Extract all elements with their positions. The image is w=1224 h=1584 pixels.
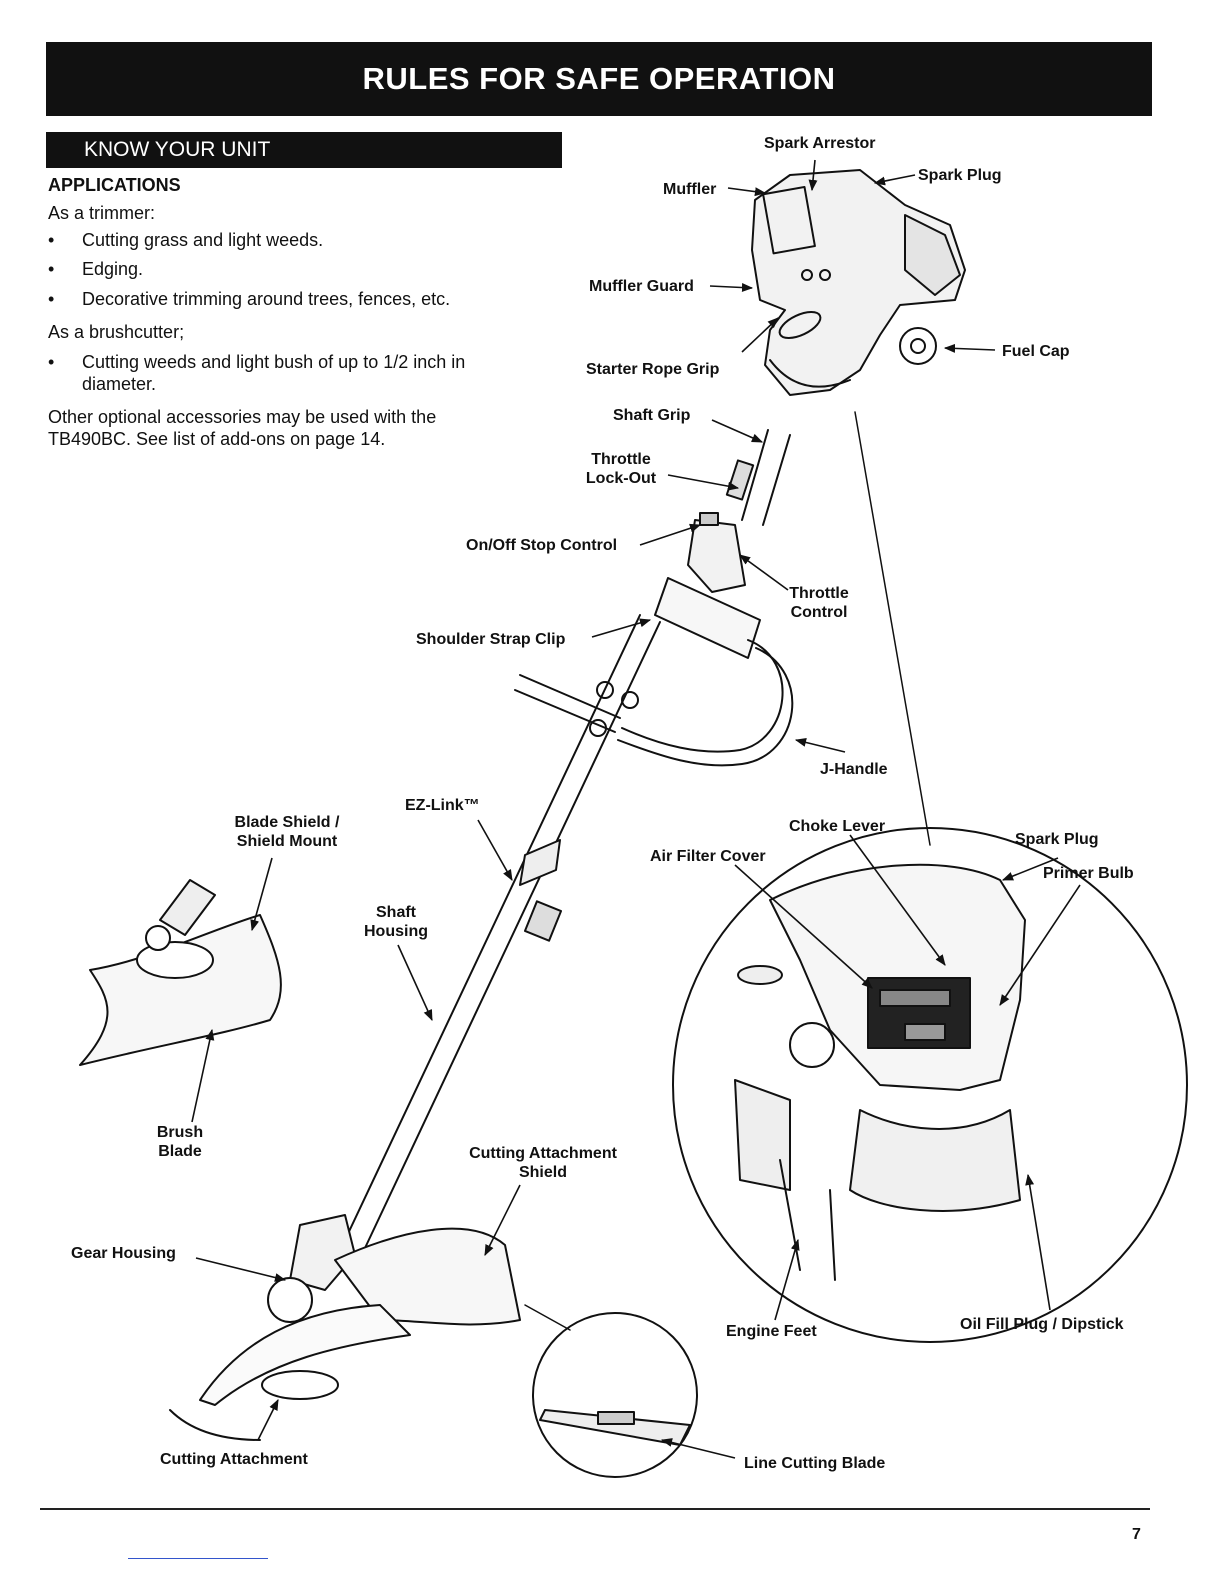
accessories-note-line1: Other optional accessories may be used w…: [48, 407, 437, 427]
leader-line-blade: [660, 1438, 736, 1459]
label-engine-feet: Engine Feet: [726, 1323, 817, 1340]
page-banner: RULES FOR SAFE OPERATION: [46, 42, 1152, 116]
leader-throttle-control: [739, 554, 789, 591]
leader-engine-feet: [774, 1238, 800, 1321]
leader-shaft-housing: [397, 944, 433, 1022]
section-banner: KNOW YOUR UNIT: [46, 132, 562, 168]
label-ez-link: EZ-Link™: [405, 797, 480, 814]
applications-heading: APPLICATIONS: [48, 175, 181, 195]
label-choke-lever: Choke Lever: [789, 818, 886, 835]
leader-choke-lever: [849, 834, 946, 966]
label-blade-shield: Blade Shield /Shield Mount: [234, 814, 340, 850]
leader-throttle-lockout: [667, 474, 740, 491]
footer-divider: [40, 1508, 1150, 1510]
trimmer-intro: As a trimmer:: [48, 203, 156, 223]
page-title: RULES FOR SAFE OPERATION: [362, 61, 836, 96]
list-item: •Cutting weeds and light bush of up to 1…: [48, 352, 466, 372]
cutting-head-illustration: [169, 1214, 521, 1441]
leader-oil-fill: [1025, 1173, 1051, 1311]
leader-gear-housing: [195, 1257, 287, 1282]
leader-cutting-shield: [484, 1184, 521, 1257]
list-item-continuation: diameter.: [82, 374, 157, 394]
leader-starter-rope-grip: [741, 317, 779, 353]
label-on-off-stop: On/Off Stop Control: [466, 537, 618, 554]
label-shaft-grip: Shaft Grip: [613, 407, 691, 424]
leader-spark-plug-top: [873, 174, 916, 186]
list-item: •Decorative trimming around trees, fence…: [48, 289, 451, 309]
footer-link-underline: [128, 1558, 268, 1559]
label-starter-rope-grip: Starter Rope Grip: [586, 361, 720, 378]
label-shoulder-strap-clip: Shoulder Strap Clip: [416, 631, 566, 648]
leader-primer-bulb: [999, 884, 1081, 1006]
section-title: KNOW YOUR UNIT: [84, 138, 271, 161]
leader-muffler: [727, 187, 767, 197]
label-gear-housing: Gear Housing: [71, 1245, 176, 1262]
leader-on-off: [639, 523, 702, 546]
brush-blade-illustration: [79, 879, 282, 1066]
leader-spark-plug-detail: [1001, 857, 1059, 881]
label-primer-bulb: Primer Bulb: [1043, 865, 1134, 882]
label-oil-fill-plug: Oil Fill Plug / Dipstick: [960, 1316, 1124, 1333]
accessories-note-line2: TB490BC. See list of add-ons on page 14.: [48, 429, 386, 449]
leader-spark-arrestor: [808, 159, 818, 192]
leader-ez-link: [477, 819, 513, 881]
leader-shaft-grip: [711, 419, 764, 443]
label-spark-plug: Spark Plug: [918, 167, 1002, 184]
label-air-filter-cover: Air Filter Cover: [650, 848, 766, 865]
list-item: •Edging.: [48, 259, 144, 279]
label-spark-arrestor: Spark Arrestor: [764, 135, 876, 152]
engine-detail-circle: [672, 827, 1188, 1343]
leader-fuel-cap: [943, 343, 996, 353]
list-item: •Cutting grass and light weeds.: [48, 230, 324, 250]
leader-brush-blade: [191, 1028, 215, 1123]
label-fuel-cap: Fuel Cap: [1002, 343, 1070, 360]
label-line-cutting-blade: Line Cutting Blade: [744, 1455, 886, 1472]
leader-air-filter: [734, 864, 873, 989]
engine-illustration: [751, 169, 966, 396]
page-number: 7: [1132, 1526, 1141, 1543]
label-muffler-guard: Muffler Guard: [589, 278, 694, 295]
brushcutter-intro: As a brushcutter;: [48, 322, 185, 342]
label-cutting-attachment: Cutting Attachment: [160, 1451, 308, 1468]
label-muffler: Muffler: [663, 181, 717, 198]
label-spark-plug-detail: Spark Plug: [1015, 831, 1099, 848]
leader-cutting-attachment: [257, 1398, 279, 1441]
leader-shoulder-strap: [591, 618, 652, 638]
label-j-handle: J-Handle: [820, 761, 888, 778]
leader-muffler-guard: [709, 283, 754, 292]
leader-j-handle: [794, 738, 846, 753]
leader-blade-shield: [250, 857, 273, 932]
line-blade-detail-circle: [532, 1312, 698, 1478]
